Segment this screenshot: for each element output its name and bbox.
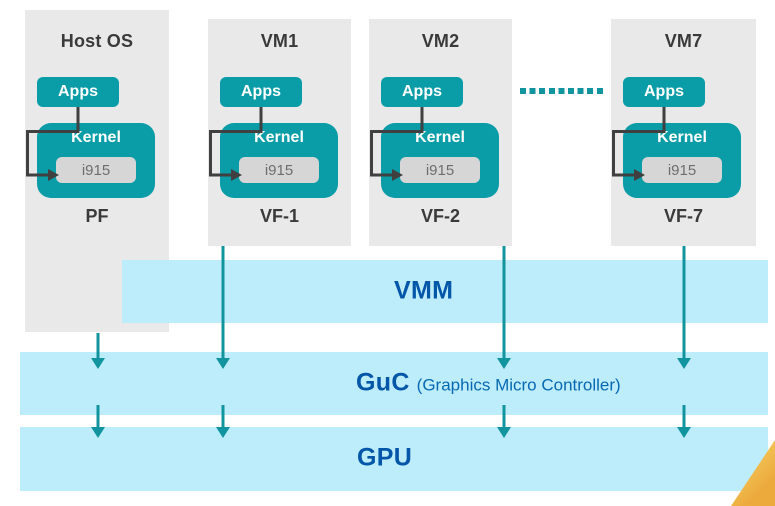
i915-driver-box: i915: [56, 157, 136, 183]
port-label: PF: [85, 206, 109, 226]
port-label: VF-1: [259, 206, 299, 226]
i915-driver-box: i915: [642, 157, 722, 183]
column-title: VM2: [421, 31, 460, 51]
column-vm2: VM2 Apps Kernel i915 VF-2: [369, 0, 512, 506]
gpu-label: GPU: [357, 443, 413, 472]
vmm-label: VMM: [394, 276, 454, 305]
column-title: VM1: [260, 31, 299, 51]
i915-label: i915: [264, 161, 294, 179]
i915-label: i915: [425, 161, 455, 179]
apps-box: Apps: [220, 77, 302, 107]
gpu-band: GPU: [20, 427, 768, 491]
column-vm7: VM7 Apps Kernel i915 VF-7: [611, 0, 756, 506]
kernel-label: Kernel: [657, 129, 707, 146]
column-vm1: VM1 Apps Kernel i915 VF-1: [208, 0, 351, 506]
app-to-driver-connector-arrow: [26, 107, 80, 181]
apps-label: Apps: [58, 83, 98, 100]
kernel-box: Kernel i915: [381, 123, 499, 198]
i915-label: i915: [667, 161, 697, 179]
kernel-label: Kernel: [415, 129, 465, 146]
app-to-driver-connector-arrow: [370, 107, 424, 181]
kernel-box: Kernel i915: [220, 123, 338, 198]
apps-box: Apps: [381, 77, 463, 107]
port-label: VF-2: [420, 206, 460, 226]
i915-label: i915: [81, 161, 111, 179]
guc-sublabel: (Graphics Micro Controller): [416, 375, 621, 395]
vm-ellipsis-dotted-line: [520, 88, 605, 94]
apps-label: Apps: [241, 83, 281, 100]
apps-box: Apps: [37, 77, 119, 107]
i915-driver-box: i915: [400, 157, 480, 183]
kernel-label: Kernel: [71, 129, 121, 146]
app-to-driver-connector-arrow: [612, 107, 666, 181]
guc-band: GuC(Graphics Micro Controller): [20, 352, 768, 415]
app-to-driver-connector-arrow: [209, 107, 263, 181]
i915-driver-box: i915: [239, 157, 319, 183]
apps-label: Apps: [644, 83, 684, 100]
column-title: VM7: [664, 31, 703, 51]
column-host-os: Host OS Apps Kernel i915 PF: [25, 0, 169, 506]
kernel-label: Kernel: [254, 129, 304, 146]
port-label: VF-7: [663, 206, 703, 226]
kernel-box: Kernel i915: [37, 123, 155, 198]
kernel-box: Kernel i915: [623, 123, 741, 198]
column-title: Host OS: [60, 31, 134, 51]
apps-label: Apps: [402, 83, 442, 100]
apps-box: Apps: [623, 77, 705, 107]
guc-label: GuC(Graphics Micro Controller): [356, 368, 621, 397]
vmm-band: VMM: [122, 260, 768, 323]
